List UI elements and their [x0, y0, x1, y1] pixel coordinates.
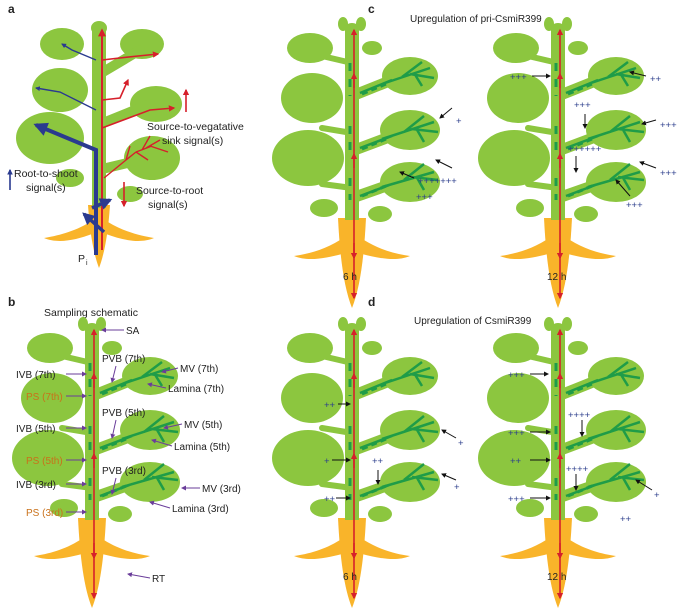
label-ivb5: IVB (5th) — [16, 424, 55, 435]
panel-b-letter: b — [8, 295, 15, 309]
c12-mark-5: ++++++ — [568, 144, 602, 155]
panel-d-letter: d — [368, 295, 375, 309]
panel-c-title: Upregulation of pri-CsmiR399 — [410, 14, 542, 25]
panel-d: d Upregulation of CsmiR399 6 h 12 h ++ +… — [272, 295, 660, 608]
pi-subscript: i — [86, 260, 88, 267]
panel-d-title: Upregulation of CsmiR399 — [414, 316, 532, 327]
label-ivb7: IVB (7th) — [16, 370, 55, 381]
d12-mark-1: +++ — [508, 370, 525, 381]
d12-mark-2: +++ — [508, 428, 525, 439]
source-to-sink-line2: sink signal(s) — [162, 135, 223, 147]
label-lam7: Lamina (7th) — [168, 384, 224, 395]
label-mv3: MV (3rd) — [202, 484, 241, 495]
c12-mark-2: ++ — [650, 74, 662, 85]
label-rt: RT — [152, 574, 165, 585]
label-pvb7: PVB (7th) — [102, 354, 145, 365]
panel-d-plant-6h — [272, 317, 440, 608]
d6-mark-6: ++ — [324, 494, 336, 505]
label-sa: SA — [126, 326, 140, 337]
pi-label: P — [78, 253, 85, 265]
panel-c: c Upregulation of pri-CsmiR399 6 h 12 h … — [272, 2, 677, 308]
panel-a-letter: a — [8, 2, 15, 16]
d6-mark-3: + — [324, 456, 330, 467]
label-lam5: Lamina (5th) — [174, 442, 230, 453]
label-ps3: PS (3rd) — [26, 508, 63, 519]
panel-b: b Sampling schematic SA IVB (7th) PS (7t… — [8, 295, 241, 608]
label-lam3: Lamina (3rd) — [172, 504, 229, 515]
c12-mark-7: +++ — [626, 200, 643, 211]
panel-c-plant-6h — [272, 17, 440, 308]
panel-a: a Root-to-shoot signal(s) So — [7, 2, 244, 268]
label-ps5: PS (5th) — [26, 456, 63, 467]
c6-mark-3: +++ — [416, 192, 433, 203]
panel-d-time-6h: 6 h — [343, 572, 357, 583]
label-ivb3: IVB (3rd) — [16, 480, 56, 491]
panel-c-time-12h: 12 h — [547, 272, 566, 283]
panel-d-time-12h: 12 h — [547, 572, 566, 583]
d6-mark-2: + — [458, 438, 464, 449]
d12-mark-7: + — [654, 490, 660, 501]
d6-mark-1: ++ — [324, 400, 336, 411]
c12-mark-3: +++ — [574, 100, 591, 111]
c12-mark-6: +++ — [660, 168, 677, 179]
panel-c-plant-12h — [478, 17, 646, 308]
c12-mark-1: +++ — [510, 72, 527, 83]
c12-mark-4: +++ — [660, 120, 677, 131]
panel-c-letter: c — [368, 2, 375, 16]
d12-mark-6: +++ — [508, 494, 525, 505]
label-pvb5: PVB (5th) — [102, 408, 145, 419]
d12-mark-5: ++++ — [566, 464, 589, 475]
d6-mark-4: ++ — [372, 456, 384, 467]
c6-mark-1: + — [456, 116, 462, 127]
label-mv5: MV (5th) — [184, 420, 222, 431]
source-to-root-line1: Source-to-root — [136, 185, 203, 197]
source-to-sink-line1: Source-to-vegatative — [147, 121, 244, 133]
c6-mark-2: +++++++ — [418, 176, 457, 187]
panel-d-plant-12h — [478, 317, 646, 608]
panel-c-time-6h: 6 h — [343, 272, 357, 283]
label-mv7: MV (7th) — [180, 364, 218, 375]
d12-mark-4: ++ — [510, 456, 522, 467]
label-ps7: PS (7th) — [26, 392, 63, 403]
source-to-root-line2: signal(s) — [148, 199, 188, 211]
label-pvb3: PVB (3rd) — [102, 466, 146, 477]
d12-mark-8: ++ — [620, 514, 632, 525]
d12-mark-3: ++++ — [568, 410, 591, 421]
d6-mark-5: + — [454, 482, 460, 493]
root-to-shoot-line2: signal(s) — [26, 182, 66, 194]
root-to-shoot-line1: Root-to-shoot — [14, 168, 78, 180]
panel-b-title: Sampling schematic — [44, 307, 138, 319]
